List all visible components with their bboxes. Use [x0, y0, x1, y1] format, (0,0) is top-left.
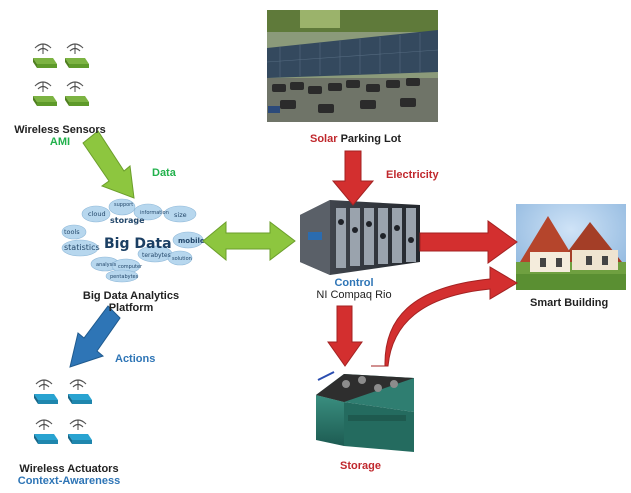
- cloud-word: storage: [110, 216, 145, 225]
- bidirectional-data-arrow: [202, 220, 296, 262]
- context-awareness-label: Context-Awareness: [17, 475, 121, 487]
- control-label: Control NI Compaq Rio: [294, 277, 414, 301]
- cloud-word: terabytes: [142, 252, 171, 259]
- wireless-sensors-label: Wireless Sensors AMI: [14, 124, 106, 148]
- cloud-word: solution: [172, 256, 192, 262]
- smart-building-label: Smart Building: [530, 297, 609, 309]
- wireless-sensors-icon: [33, 43, 89, 106]
- control-to-building-arrow: [419, 220, 518, 264]
- big-data-platform-line1: Big Data Analytics: [82, 290, 180, 302]
- battery-storage-image: [316, 371, 414, 452]
- cloud-word: tools: [64, 228, 80, 236]
- big-data-platform-label: Big Data Analytics Platform: [72, 290, 190, 314]
- control-title: Control: [334, 277, 374, 289]
- data-edge-label: Data: [152, 167, 176, 179]
- solar-parking-lot-label: Solar Parking Lot: [310, 133, 401, 145]
- smart-building-image: [516, 204, 626, 290]
- wireless-actuators-icon: [34, 379, 92, 444]
- data-arrow: [82, 130, 135, 199]
- storage-label: Storage: [340, 460, 381, 472]
- wireless-actuators-label: Wireless Actuators Context-Awareness: [4, 463, 134, 487]
- cloud-word: support: [114, 202, 133, 208]
- cloud-word: pentabytes: [110, 274, 139, 280]
- big-data-cloud: cloud storage support information tools …: [58, 195, 205, 283]
- solar-word: Solar: [310, 133, 338, 145]
- wireless-actuators-title: Wireless Actuators: [19, 463, 119, 475]
- actions-edge-label: Actions: [115, 353, 156, 365]
- cloud-word: mobile: [178, 237, 205, 245]
- cloud-word: size: [174, 211, 187, 219]
- electricity-edge-label: Electricity: [386, 169, 439, 181]
- electricity-arrow: [331, 150, 375, 206]
- parking-lot-words: Parking Lot: [337, 133, 402, 145]
- control-to-storage-arrow: [327, 305, 363, 367]
- cloud-word: analysis: [96, 262, 117, 268]
- controller-image: [300, 200, 420, 275]
- cloud-word: information: [140, 210, 169, 216]
- cloud-word: statistics: [64, 243, 100, 252]
- ami-label: AMI: [49, 136, 71, 148]
- cloud-word: cloud: [88, 210, 106, 218]
- cloud-word-big-data: Big Data: [104, 236, 172, 252]
- cloud-word: computer: [118, 264, 143, 270]
- actions-arrow: [69, 305, 121, 368]
- big-data-platform-line2: Platform: [108, 302, 154, 314]
- ni-compaq-rio-label: NI Compaq Rio: [316, 289, 392, 301]
- solar-parking-lot-image: [266, 10, 439, 122]
- wireless-sensors-title: Wireless Sensors: [14, 124, 106, 136]
- storage-to-building-arrow: [371, 266, 518, 367]
